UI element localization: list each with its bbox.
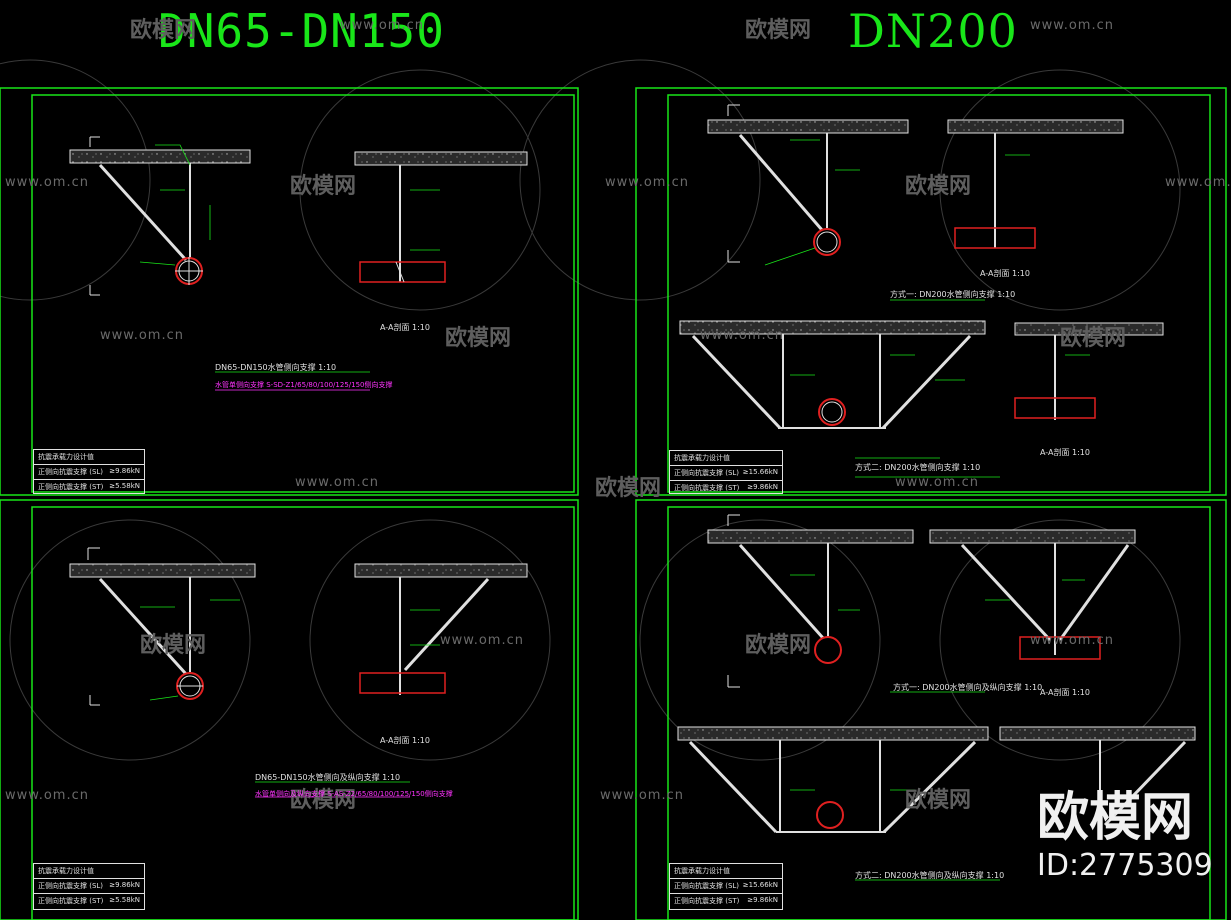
tl-row2-label: 正侧向抗震支撑 (ST) — [38, 483, 104, 491]
bl-row1-value: ≥9.86kN — [109, 881, 140, 889]
tr-section: A-A剖面 1:10 — [980, 269, 1030, 278]
br-caption-a: 方式一: DN200水管侧向及纵向支撑 1:10 — [893, 683, 1043, 692]
bl-caption: DN65-DN150水管侧向及纵向支撑 1:10 — [255, 773, 401, 782]
tr-table: 抗震承载力设计值 正侧向抗震支撑 (SL)≥15.66kN 正侧向抗震支撑 (S… — [669, 450, 783, 494]
tr-caption-b: 方式二: DN200水管侧向支撑 1:10 — [855, 463, 981, 472]
br-row1-label: 正侧向抗震支撑 (SL) — [674, 882, 740, 890]
br-table: 抗震承载力设计值 正侧向抗震支撑 (SL)≥15.66kN 正侧向抗震支撑 (S… — [669, 863, 783, 910]
tl-table-header: 抗震承载力设计值 — [38, 453, 94, 461]
watermark-url: www.om.cn — [100, 328, 184, 343]
tl-diagram — [69, 136, 528, 296]
bl-table-header: 抗震承载力设计值 — [38, 867, 94, 875]
tr-caption-a: 方式一: DN200水管侧向支撑 1:10 — [890, 290, 1016, 299]
watermark-cn: 欧模网 — [130, 18, 197, 43]
tr-row1-value: ≥15.66kN — [742, 468, 778, 476]
tl-caption: DN65-DN150水管侧向支撑 1:10 — [215, 363, 337, 372]
tl-row2-value: ≥5.58kN — [109, 482, 140, 490]
watermark-cn: 欧模网 — [290, 788, 357, 813]
br-leaders — [790, 574, 1085, 881]
watermark-cn: 欧模网 — [445, 326, 512, 351]
watermark-cn: 欧模网 — [745, 18, 812, 43]
br-diagram — [677, 514, 1196, 834]
tl-table: 抗震承载力设计值 正侧向抗震支撑 (SL) ≥9.86kN 正侧向抗震支撑 (ST… — [33, 449, 145, 494]
watermark-cn: 欧模网 — [595, 476, 662, 501]
bl-row2-value: ≥5.58kN — [109, 896, 140, 904]
watermark-url: www.om.cn — [605, 175, 689, 190]
tr-row1-label: 正侧向抗震支撑 (SL) — [674, 469, 740, 477]
watermark-cn: 欧模网 — [905, 174, 972, 199]
bl-diagram — [69, 547, 528, 706]
bl-row2-label: 正侧向抗震支撑 (ST) — [38, 897, 104, 905]
brand-logo-text: 欧模网 — [1037, 788, 1194, 848]
tr-diagram — [679, 104, 1164, 430]
watermark-url: www.om.cn — [700, 328, 784, 343]
br-row1-value: ≥15.66kN — [742, 881, 778, 889]
watermark-url: www.om.cn — [5, 788, 89, 803]
br-table-header: 抗震承载力设计值 — [674, 867, 730, 875]
bl-table: 抗震承载力设计值 正侧向抗震支撑 (SL) ≥9.86kN 正侧向抗震支撑 (ST… — [33, 863, 145, 910]
watermark-url: www.om.cn — [1030, 18, 1114, 33]
watermark-cn: 欧模网 — [140, 633, 207, 658]
bl-row1-label: 正侧向抗震支撑 (SL) — [38, 882, 104, 890]
watermark-url: www.om.cn — [295, 475, 379, 490]
tl-note: 水管单侧向支撑 S-SD-Z1/65/80/100/125/150侧向支撑 — [215, 381, 393, 389]
tr-leaders — [764, 139, 1090, 478]
panel-frames — [0, 87, 1227, 920]
br-caption-b: 方式二: DN200水管侧向及纵向支撑 1:10 — [855, 871, 1005, 880]
bl-note: 水管单侧向及纵向支撑 S-AS-Z2/65/80/100/125/150侧向支撑 — [255, 790, 453, 798]
br-row2-value: ≥9.86kN — [747, 896, 778, 904]
tr-section-2: A-A剖面 1:10 — [1040, 448, 1090, 457]
tr-row2-label: 正侧向抗震支撑 (ST) — [674, 484, 740, 492]
watermark-url: www.om.cn — [1030, 633, 1114, 648]
tl-section: A-A剖面 1:10 — [380, 323, 430, 332]
watermark-url: www.om.cn — [1165, 175, 1231, 190]
tl-row1-value: ≥9.86kN — [109, 467, 140, 475]
tr-table-header: 抗震承载力设计值 — [674, 454, 730, 462]
br-section: A-A剖面 1:10 — [1040, 688, 1090, 697]
watermark-url: www.om.cn — [600, 788, 684, 803]
watermark-arcs — [0, 59, 1181, 761]
tl-leaders — [139, 144, 440, 391]
watermark-cn: 欧模网 — [290, 174, 357, 199]
br-row2-label: 正侧向抗震支撑 (ST) — [674, 897, 740, 905]
watermark-cn: 欧模网 — [905, 788, 972, 813]
bl-section: A-A剖面 1:10 — [380, 736, 430, 745]
watermark-url: www.om.cn — [340, 18, 424, 33]
watermark-cn: 欧模网 — [1060, 326, 1127, 351]
brand-id: ID:2775309 — [1037, 848, 1213, 883]
watermark-url: www.om.cn — [895, 475, 979, 490]
title-dn65-dn150: DN65-DN150 — [158, 4, 445, 58]
title-dn200: DN200 — [848, 4, 1018, 58]
tr-row2-value: ≥9.86kN — [747, 483, 778, 491]
watermark-url: www.om.cn — [440, 633, 524, 648]
watermark-cn: 欧模网 — [745, 633, 812, 658]
watermark-url: www.om.cn — [5, 175, 89, 190]
tl-row1-label: 正侧向抗震支撑 (SL) — [38, 468, 104, 476]
bl-leaders — [140, 599, 440, 798]
